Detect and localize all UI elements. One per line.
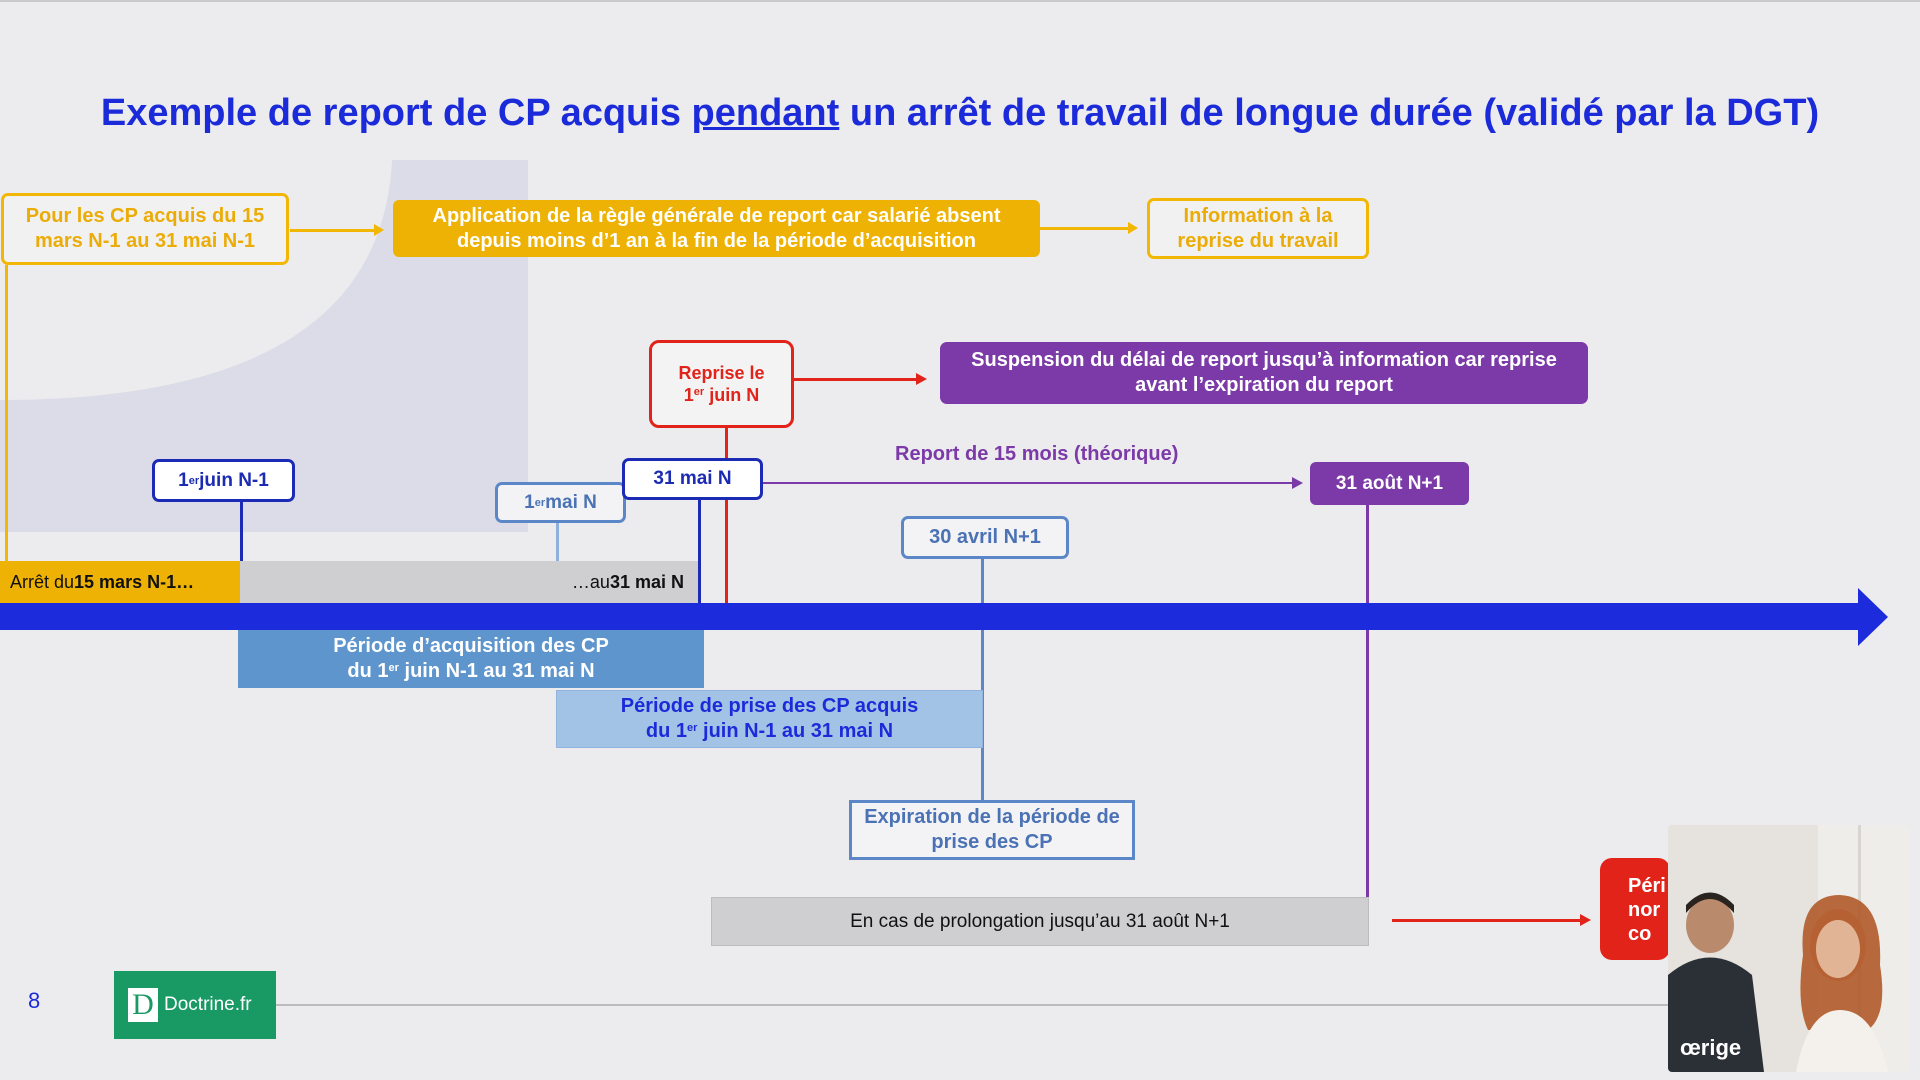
timeline-bar xyxy=(0,603,1858,630)
arret-continuation-bar: …au 31 mai N xyxy=(240,561,698,603)
video-overlay: œrige xyxy=(1668,825,1910,1072)
logo-letter: D xyxy=(128,988,158,1022)
reprise-box: Reprise le 1er juin N xyxy=(649,340,794,428)
regle-generale-box: Application de la règle générale de repo… xyxy=(393,200,1040,257)
connector-line xyxy=(794,378,918,381)
connector-line xyxy=(698,500,701,603)
report-label: Report de 15 mois (théorique) xyxy=(895,443,1179,465)
report-arrow-line xyxy=(763,482,1293,484)
prolongation-bar: En cas de prolongation jusqu’au 31 août … xyxy=(711,897,1369,946)
suspension-box: Suspension du délai de report jusqu’à in… xyxy=(940,342,1588,404)
connector-line xyxy=(981,559,984,801)
connector-line xyxy=(725,428,728,603)
arrow-head xyxy=(1580,914,1591,926)
connector-line xyxy=(1040,227,1130,230)
connector-line xyxy=(1392,919,1582,922)
doctrine-logo: D Doctrine.fr xyxy=(114,971,276,1039)
date-30-avril-n1: 30 avril N+1 xyxy=(901,516,1069,559)
connector-line xyxy=(290,229,376,232)
expiration-box: Expiration de la période de prise des CP xyxy=(849,800,1135,860)
cp-acquis-box: Pour les CP acquis du 15 mars N-1 au 31 … xyxy=(1,193,289,265)
timeline-arrowhead xyxy=(1858,588,1888,646)
logo-text: Doctrine.fr xyxy=(164,994,252,1015)
page-title: Exemple de report de CP acquis pendant u… xyxy=(100,92,1820,134)
arrow-head xyxy=(1128,222,1138,234)
date-31-aout-n1: 31 août N+1 xyxy=(1310,462,1469,505)
connector-line xyxy=(5,265,8,563)
periode-prise-box: Période de prise des CP acquis du 1er ju… xyxy=(556,690,983,748)
top-border xyxy=(0,0,1920,2)
periode-acquisition-box: Période d’acquisition des CP du 1er juin… xyxy=(238,630,704,688)
connector-line xyxy=(1366,505,1369,900)
periode-cut-box: Péri nor co xyxy=(1600,858,1670,960)
video-feed-image xyxy=(1668,825,1910,1072)
footer-line xyxy=(276,1004,1670,1006)
connector-line xyxy=(240,502,243,563)
arrow-head xyxy=(916,373,927,385)
arret-bar: Arrêt du 15 mars N-1… xyxy=(0,561,240,603)
arrow-head xyxy=(374,224,384,236)
video-caption: œrige xyxy=(1680,1035,1742,1060)
arrow-head xyxy=(1292,477,1303,489)
information-reprise-box: Information à la reprise du travail xyxy=(1147,198,1369,259)
connector-line xyxy=(556,523,559,563)
date-31-mai-n: 31 mai N xyxy=(622,458,763,500)
slide-number: 8 xyxy=(28,988,41,1013)
